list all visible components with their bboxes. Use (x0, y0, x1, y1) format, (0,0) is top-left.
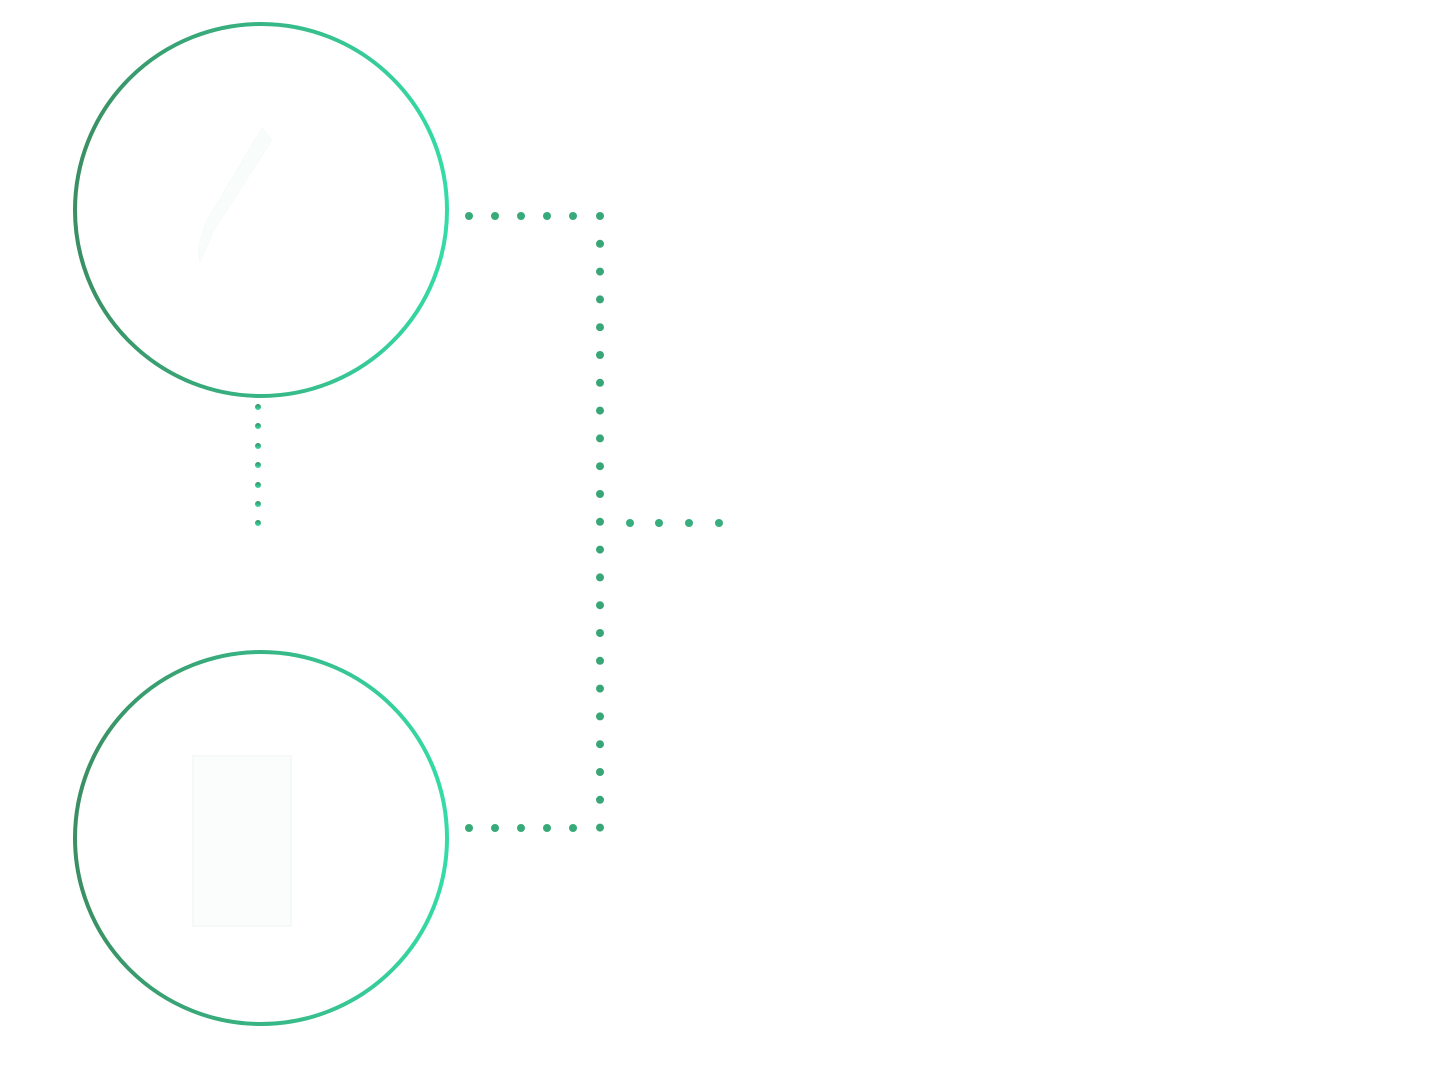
bracket-dot-spine (596, 295, 604, 304)
bottom-node (73, 650, 449, 1026)
bracket-dot-bottom (491, 824, 499, 832)
bracket-dot-spine (596, 795, 604, 804)
bracket-dot-spine (596, 823, 604, 832)
top-node-stub-connector (255, 404, 261, 526)
bracket-dot-top (491, 212, 499, 220)
bracket-dot-spine (596, 740, 604, 749)
bracket-dot-spine (596, 573, 604, 582)
bracket-dot-spine (596, 406, 604, 415)
bracket-dot-spine (596, 545, 604, 554)
bracket-dot-spine (596, 629, 604, 637)
bracket-dot-spine (596, 684, 604, 693)
bracket-dot-branch (685, 519, 693, 527)
bracket-dot-spine (596, 434, 604, 443)
bracket-dot-spine (596, 490, 604, 498)
edit-pen-icon (197, 127, 273, 264)
bracket-dot-spine (596, 378, 604, 387)
bracket-dot-spine (596, 768, 604, 776)
bracket-dot-spine (596, 601, 604, 610)
bracket-dot-top (517, 212, 525, 220)
bracket-dot-top (569, 212, 577, 220)
bracket-dot-bottom (569, 824, 577, 832)
bracket-dot-top (543, 212, 551, 220)
bracket-dot-spine (596, 517, 604, 526)
bracket-dot-bottom (465, 824, 473, 832)
bracket-dot-bottom (543, 824, 551, 832)
bracket-dot-spine (596, 351, 604, 359)
bracket-dot-spine (596, 267, 604, 276)
bracket-dot-branch (626, 519, 634, 527)
bracket-dot-branch (655, 519, 663, 527)
bottom-node-ring (73, 650, 449, 1026)
bracket-dot-spine (596, 239, 604, 248)
top-node (73, 22, 449, 398)
bracket-dot-top (465, 212, 473, 220)
bracket-dot-spine (596, 656, 604, 665)
bracket-dot-bottom (517, 824, 525, 832)
bracket-dot-branch (715, 519, 723, 527)
top-node-ring (73, 22, 449, 398)
bracket-dot-spine (596, 462, 604, 471)
bracket-connector (465, 212, 723, 832)
document-icon (192, 755, 292, 927)
bracket-dot-spine (596, 212, 604, 220)
bracket-dot-spine (596, 323, 604, 332)
bracket-dot-spine (596, 712, 604, 721)
